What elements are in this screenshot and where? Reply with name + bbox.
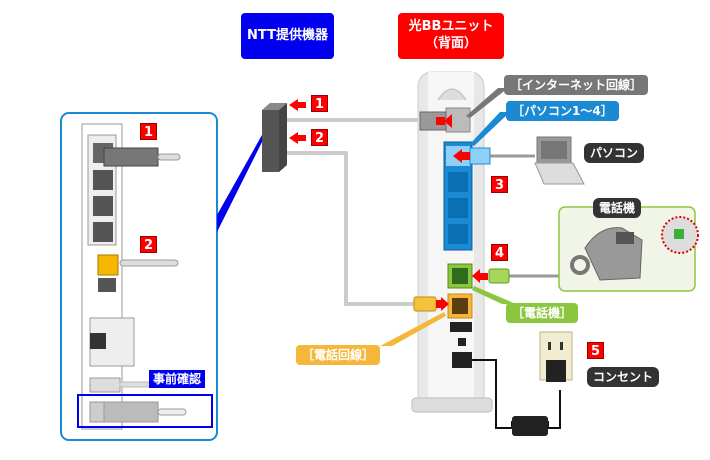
phone-line-callout-tail bbox=[380, 312, 446, 346]
arrow-ntt-2 bbox=[289, 132, 298, 144]
ntt-device-detail bbox=[81, 123, 187, 430]
outlet-label: コンセント bbox=[587, 367, 660, 387]
step-number-4: 4 bbox=[491, 244, 508, 261]
phone-callout: ［電話機］ bbox=[506, 303, 579, 323]
hikari-unit-subtitle: （背面） bbox=[424, 36, 477, 51]
telephone-illustration bbox=[570, 227, 643, 281]
power-outlet bbox=[539, 331, 573, 382]
hikari-unit-title: 光BBユニット bbox=[408, 19, 494, 35]
phone-line-connector bbox=[413, 296, 437, 312]
laptop-illustration bbox=[534, 136, 585, 185]
precheck-label: 事前確認 bbox=[149, 370, 206, 388]
ntt-device-body bbox=[262, 103, 287, 172]
internet-callout-tail bbox=[466, 88, 508, 118]
power-adapter bbox=[512, 416, 548, 436]
arrow-ntt-1 bbox=[289, 99, 298, 111]
phone-connector bbox=[488, 268, 510, 284]
phone-line-callout: ［電話回線］ bbox=[296, 345, 381, 365]
internet-line-callout: ［インターネット回線］ bbox=[504, 75, 649, 95]
step-number-detail-1: 1 bbox=[140, 123, 157, 140]
step-number-ntt-2: 2 bbox=[311, 129, 328, 146]
zoom-wedge bbox=[217, 135, 262, 232]
step-number-3: 3 bbox=[491, 176, 508, 193]
step-number-detail-2: 2 bbox=[140, 236, 157, 253]
hikari-unit-header: 光BBユニット （背面） bbox=[398, 13, 504, 59]
pc-callout-tail bbox=[470, 112, 510, 146]
pc-ports-callout: ［パソコン1～4］ bbox=[506, 101, 619, 121]
step-number-5: 5 bbox=[587, 342, 604, 359]
step-number-ntt-1: 1 bbox=[311, 95, 328, 112]
telephone-label: 電話機 bbox=[593, 198, 642, 218]
arrow-internet bbox=[444, 114, 452, 128]
phone-line-cable bbox=[287, 151, 414, 306]
pc-label: パソコン bbox=[584, 143, 645, 163]
ntt-device-header: NTT提供機器 bbox=[241, 13, 334, 59]
precheck-highlight-box bbox=[77, 394, 213, 428]
pc-connector bbox=[469, 147, 491, 165]
phone-callout-tail bbox=[472, 286, 516, 304]
